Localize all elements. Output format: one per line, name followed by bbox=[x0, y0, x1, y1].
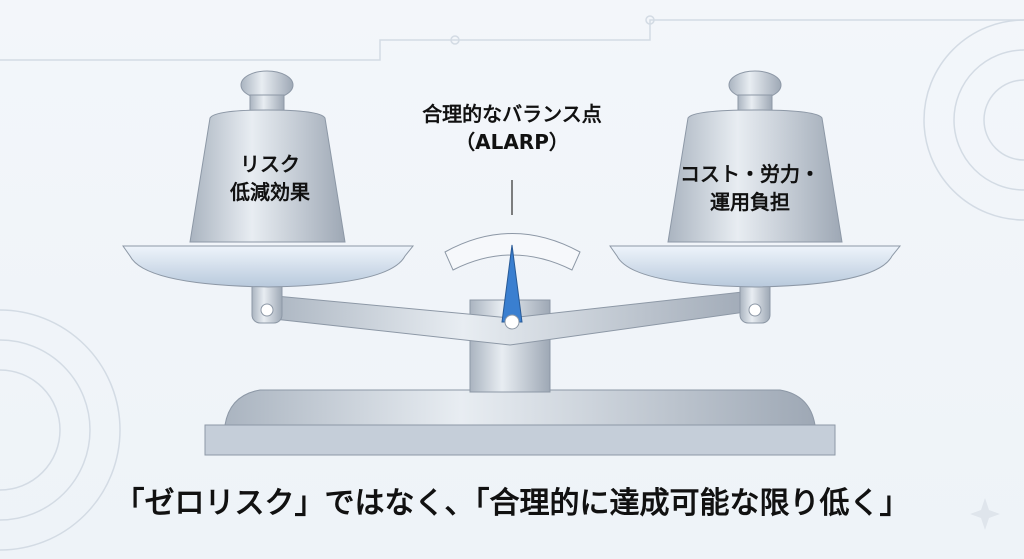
sparkle-icon bbox=[970, 498, 1000, 530]
left-weight-line2: 低減効果 bbox=[230, 180, 310, 204]
left-pan bbox=[122, 245, 415, 288]
right-pan-hanger bbox=[739, 277, 771, 324]
alarp-label: 合理的なバランス点 （ALARP） bbox=[362, 100, 662, 156]
left-weight-line1: リスク bbox=[240, 152, 300, 176]
left-weight-label: リスク 低減効果 bbox=[190, 150, 350, 206]
left-weight bbox=[189, 70, 346, 243]
background-circuit-lines bbox=[0, 15, 1024, 551]
alarp-label-line2: （ALARP） bbox=[455, 130, 569, 154]
right-weight bbox=[667, 70, 843, 243]
caption: 「ゼロリスク」ではなく、「合理的に達成可能な限り低く」 bbox=[114, 486, 910, 521]
right-weight-line1: コスト・労力・ bbox=[680, 162, 820, 186]
needle bbox=[501, 244, 523, 323]
alarp-label-line1: 合理的なバランス点 bbox=[422, 102, 602, 126]
left-pan-hanger bbox=[251, 277, 283, 324]
right-weight-label: コスト・労力・ 運用負担 bbox=[655, 160, 845, 216]
needle-pivot bbox=[504, 314, 520, 330]
right-pan bbox=[609, 245, 902, 288]
right-weight-line2: 運用負担 bbox=[710, 190, 790, 214]
